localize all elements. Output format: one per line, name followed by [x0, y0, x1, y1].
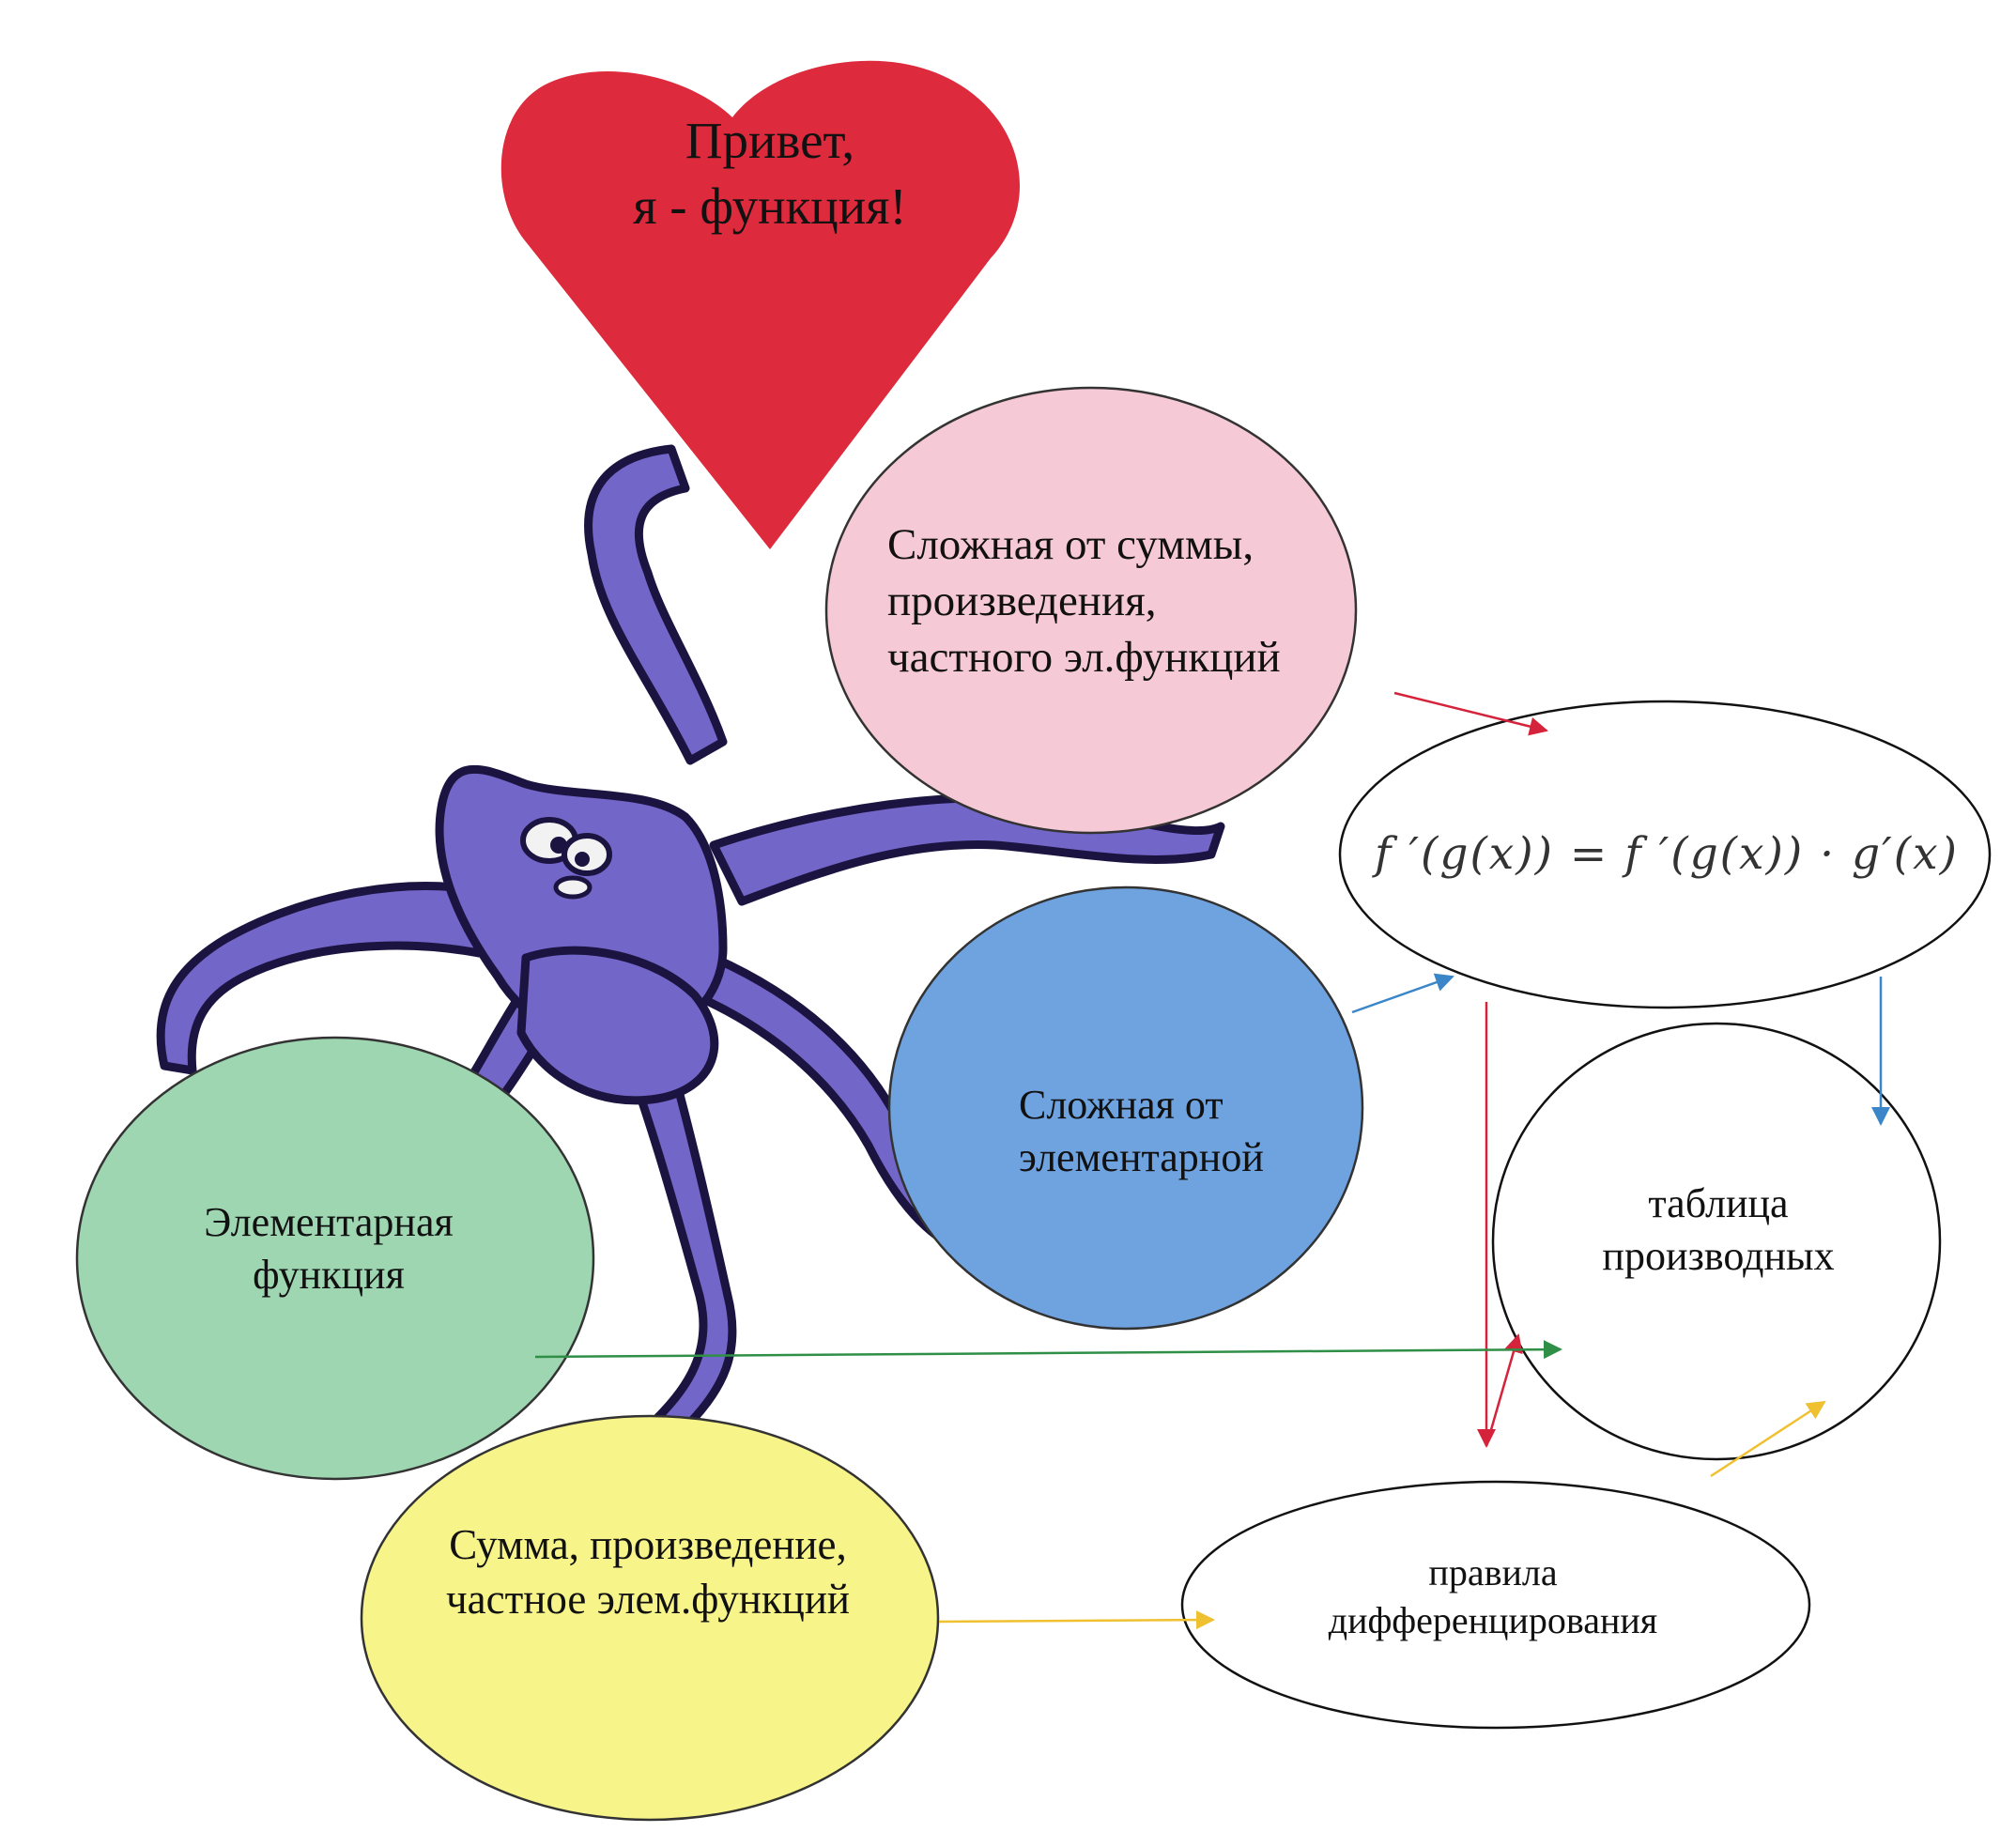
complex-sum-label: Сложная от суммы, произведения, частного…	[887, 519, 1281, 683]
node-complex-elem	[887, 885, 1364, 1331]
arrow-rules-to-table	[1485, 1333, 1523, 1447]
octopus-icon	[156, 444, 1225, 1432]
derivative-formula: f ′(g(x)) = f ′(g(x)) · g′(x)	[1375, 827, 1959, 880]
arrow-complex-elem-to-formula	[1351, 973, 1454, 1014]
node-complex-sum	[824, 386, 1358, 835]
heart-greeting-text: Привет, я - функция!	[633, 111, 907, 235]
octopus-face-icon	[520, 817, 612, 900]
elementary-label: Элементарная функция	[204, 1198, 454, 1298]
rules-label: правила дифференцирования	[1328, 1550, 1658, 1641]
node-sum-product	[360, 1414, 940, 1822]
table-label: таблица производных	[1602, 1179, 1835, 1279]
node-rules	[1180, 1480, 1811, 1730]
arrow-elementary-to-table	[534, 1340, 1562, 1360]
heart-shape	[500, 60, 1020, 549]
complex-elem-label: Сложная от элементарной	[1019, 1081, 1264, 1180]
node-elementary	[75, 1036, 595, 1481]
arrow-rules-to-table-yellow	[1710, 1400, 1826, 1478]
sum-product-label: Сумма, произведение, частное элем.функци…	[446, 1521, 850, 1623]
arrow-complex-sum-to-formula	[1393, 691, 1548, 736]
node-formula	[1338, 700, 1992, 1009]
arrow-sum-product-to-rules	[938, 1610, 1215, 1630]
node-table	[1491, 1022, 1942, 1461]
